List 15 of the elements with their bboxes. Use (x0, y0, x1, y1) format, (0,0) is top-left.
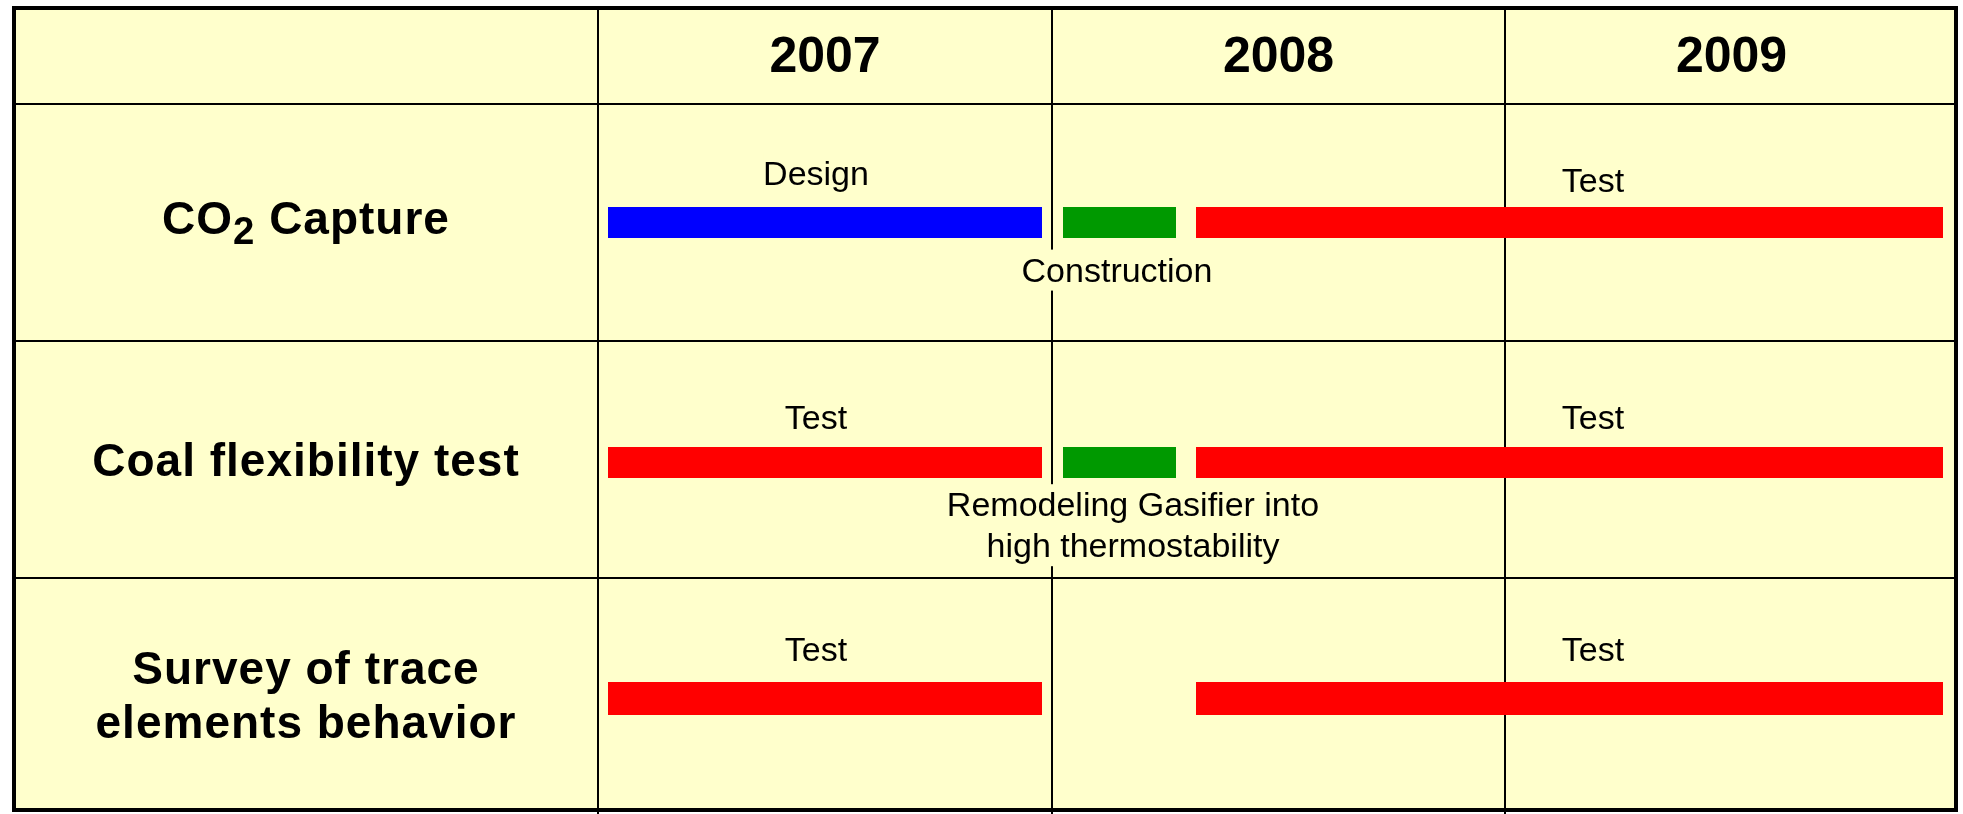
column-header: 2009 (1674, 26, 1789, 85)
gantt-bar (608, 447, 1042, 478)
gantt-bar (608, 682, 1042, 715)
row-header: Survey of trace elements behavior (94, 641, 518, 750)
gantt-bar (1063, 447, 1176, 478)
gantt-bar (1063, 207, 1176, 238)
row-header: Coal flexibility test (91, 432, 521, 488)
column-header: 2008 (1221, 26, 1336, 85)
gantt-bar (608, 207, 1042, 238)
gantt-bar (1196, 207, 1943, 238)
gantt-bar (1196, 682, 1943, 715)
gantt-bar (1196, 447, 1943, 478)
bar-label: Construction (1021, 249, 1213, 291)
row-header: CO$_{2}$ Capture (161, 191, 451, 255)
column-header: 2007 (768, 26, 882, 85)
